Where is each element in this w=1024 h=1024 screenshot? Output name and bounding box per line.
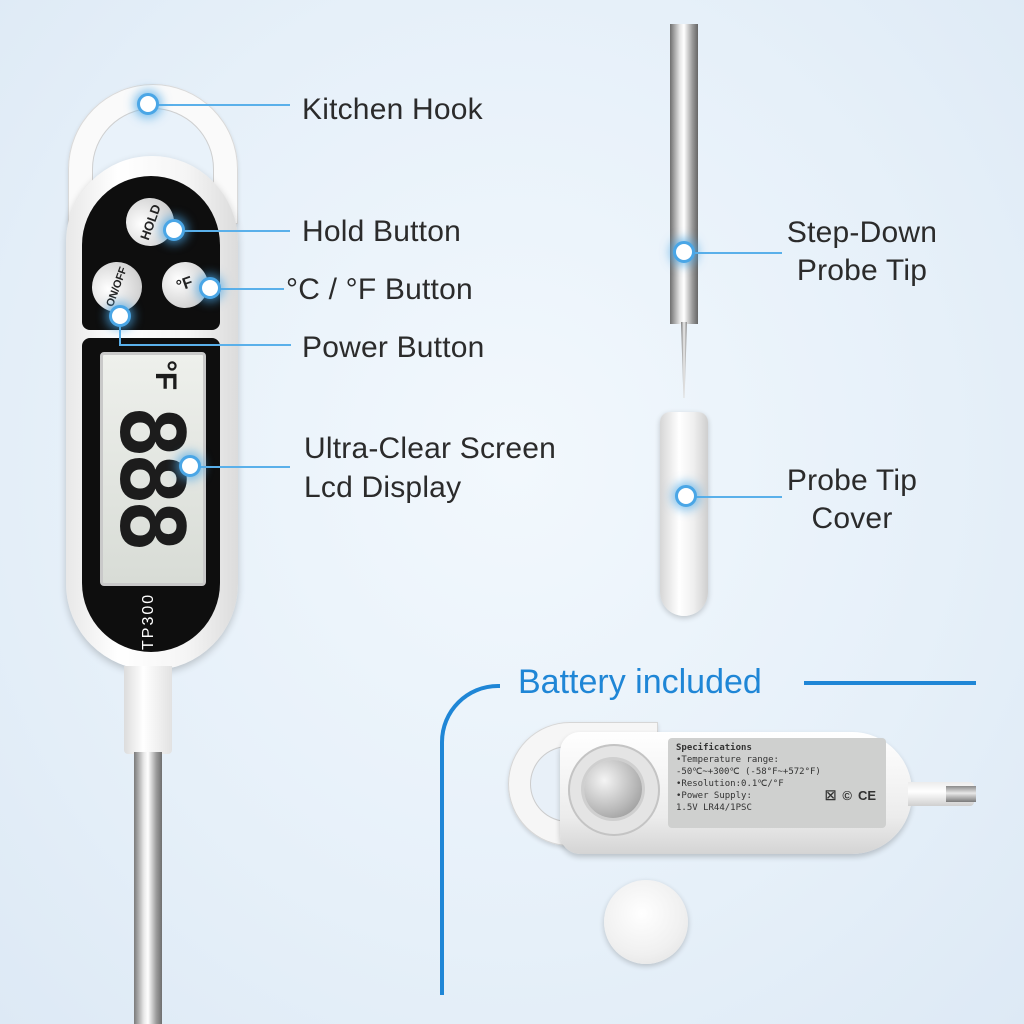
- hold-button-label: Hold Button: [302, 215, 461, 248]
- spec-line: 1.5V LR44/1PSC: [676, 803, 752, 813]
- cover-label-line2: Cover: [811, 502, 893, 535]
- section-frame-vertical: [440, 742, 444, 995]
- kitchen-hook-marker: [137, 93, 159, 115]
- kitchen-hook-label: Kitchen Hook: [302, 93, 483, 126]
- cover-marker: [675, 485, 697, 507]
- probe-rod: [134, 752, 162, 1024]
- probe-tip-cover: [660, 412, 708, 616]
- spec-line: •Power Supply:: [676, 791, 752, 801]
- section-frame-horizontal: [804, 681, 976, 685]
- power-button-leader-v: [119, 318, 121, 344]
- weee-icon: ☒: [824, 790, 837, 802]
- spec-line: Specifications: [676, 743, 752, 753]
- power-button-leader: [119, 344, 291, 346]
- unit-button-leader: [212, 288, 284, 290]
- battery-cover-cap: [604, 880, 688, 964]
- section-frame-curve: [440, 684, 500, 744]
- screen-label-line2: Lcd Display: [304, 471, 462, 504]
- back-probe-rod: [946, 786, 976, 802]
- probe-tip-marker: [673, 241, 695, 263]
- screen-leader: [192, 466, 290, 468]
- battery-section-title: Battery included: [518, 663, 762, 701]
- spec-line: -50℃~+300℃ (-58°F~+572°F): [676, 767, 821, 777]
- coin-battery: [584, 760, 642, 818]
- spec-plate: Specifications •Temperature range: -50℃~…: [668, 738, 886, 828]
- hold-button-leader: [176, 230, 290, 232]
- cover-label-line1: Probe Tip: [786, 464, 918, 497]
- spec-line: •Temperature range:: [676, 755, 779, 765]
- unit-button-label: °C / °F Button: [286, 273, 473, 306]
- probe-tip-label-line1: Step-Down: [786, 216, 938, 249]
- copyright-icon: ©: [842, 790, 852, 802]
- hold-button-marker: [163, 219, 185, 241]
- probe-collar: [124, 666, 172, 754]
- unit-button-marker: [199, 277, 221, 299]
- step-down-probe: [670, 24, 698, 324]
- screen-label-line1: Ultra-Clear Screen: [304, 432, 557, 465]
- ce-mark: CE: [857, 790, 876, 802]
- screen-marker: [179, 455, 201, 477]
- probe-tip-label-line2: Probe Tip: [796, 254, 928, 287]
- model-label: TP300: [140, 592, 157, 650]
- power-button-marker: [109, 305, 131, 327]
- cover-leader: [688, 496, 782, 498]
- lcd-unit: °F: [149, 359, 183, 391]
- probe-tip-leader: [686, 252, 782, 254]
- lcd-digits: 888: [100, 405, 203, 547]
- kitchen-hook-leader: [150, 104, 290, 106]
- probe-needle: [681, 322, 687, 398]
- certification-marks: ☒ © CE: [825, 790, 876, 802]
- spec-line: •Resolution:0.1℃/°F: [676, 779, 784, 789]
- power-button-label: Power Button: [302, 331, 485, 364]
